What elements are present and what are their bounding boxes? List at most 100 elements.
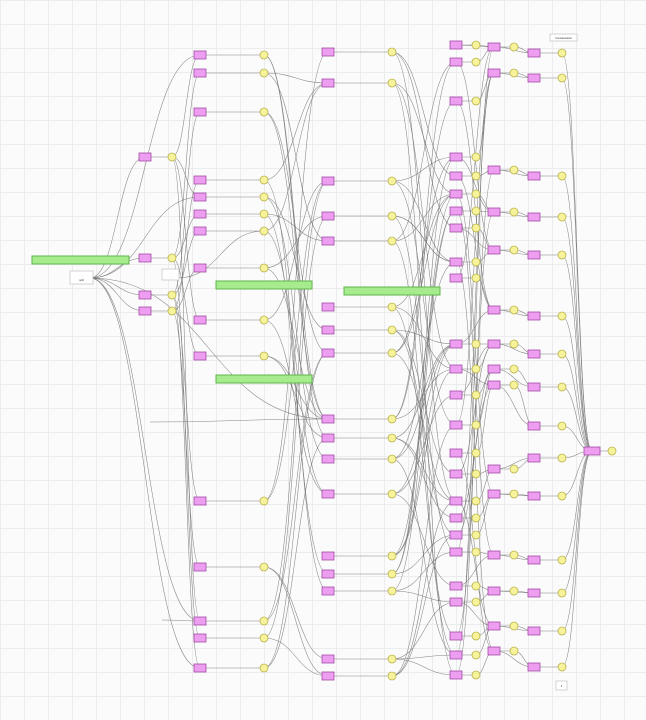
- variable-node[interactable]: [387, 302, 397, 312]
- variable-node[interactable]: [509, 364, 519, 374]
- variable-node[interactable]: [557, 453, 567, 463]
- variable-node[interactable]: [259, 175, 269, 185]
- variable-node[interactable]: [387, 551, 397, 561]
- variable-node[interactable]: [557, 171, 567, 181]
- operation-node[interactable]: [321, 211, 335, 221]
- variable-node[interactable]: [607, 446, 617, 456]
- operation-node[interactable]: [487, 305, 501, 315]
- variable-node[interactable]: [557, 73, 567, 83]
- operation-node[interactable]: [449, 469, 463, 479]
- variable-node[interactable]: [557, 250, 567, 260]
- variable-node[interactable]: [471, 57, 481, 67]
- variable-node[interactable]: [167, 152, 177, 162]
- operation-node[interactable]: [527, 626, 541, 636]
- operation-node[interactable]: [321, 176, 335, 186]
- variable-node[interactable]: [509, 339, 519, 349]
- operation-node[interactable]: [449, 420, 463, 430]
- variable-node[interactable]: [387, 176, 397, 186]
- operation-node[interactable]: [487, 42, 501, 52]
- variable-node[interactable]: [509, 646, 519, 656]
- operation-node[interactable]: [487, 586, 501, 596]
- variable-node[interactable]: [259, 663, 269, 673]
- variable-node[interactable]: [471, 631, 481, 641]
- operation-node[interactable]: [193, 263, 207, 273]
- operation-node[interactable]: [321, 302, 335, 312]
- variable-node[interactable]: [471, 581, 481, 591]
- variable-node[interactable]: [509, 621, 519, 631]
- operation-node[interactable]: [321, 325, 335, 335]
- operation-node[interactable]: [321, 586, 335, 596]
- variable-node[interactable]: [471, 257, 481, 267]
- operation-node[interactable]: [193, 209, 207, 219]
- operation-node[interactable]: [321, 454, 335, 464]
- variable-node[interactable]: [387, 433, 397, 443]
- operation-node[interactable]: [527, 73, 541, 83]
- operation-node[interactable]: [321, 78, 335, 88]
- variable-node[interactable]: [259, 192, 269, 202]
- variable-node[interactable]: [471, 469, 481, 479]
- operation-node[interactable]: [321, 433, 335, 443]
- variable-node[interactable]: [471, 420, 481, 430]
- operation-node[interactable]: [449, 547, 463, 557]
- variable-node[interactable]: [471, 650, 481, 660]
- operation-node[interactable]: [138, 152, 152, 162]
- variable-node[interactable]: [509, 207, 519, 217]
- operation-node[interactable]: [449, 273, 463, 283]
- variable-node[interactable]: [557, 626, 567, 636]
- variable-node[interactable]: [471, 448, 481, 458]
- operation-node[interactable]: [449, 171, 463, 181]
- variable-node[interactable]: [471, 171, 481, 181]
- variable-node[interactable]: [259, 562, 269, 572]
- operation-node[interactable]: [527, 311, 541, 321]
- group-bar-4[interactable]: [215, 374, 313, 384]
- operation-node[interactable]: [193, 496, 207, 506]
- variable-node[interactable]: [471, 547, 481, 557]
- bottom-note[interactable]: 2: [555, 680, 568, 691]
- group-bar-2[interactable]: [215, 280, 313, 290]
- operation-node[interactable]: [449, 257, 463, 267]
- operation-node[interactable]: [449, 96, 463, 106]
- operation-node[interactable]: [449, 390, 463, 400]
- operation-node[interactable]: [583, 446, 601, 456]
- variable-node[interactable]: [509, 165, 519, 175]
- operation-node[interactable]: [487, 245, 501, 255]
- variable-node[interactable]: [387, 586, 397, 596]
- operation-node[interactable]: [449, 448, 463, 458]
- operation-node[interactable]: [527, 555, 541, 565]
- operation-node[interactable]: [527, 421, 541, 431]
- operation-node[interactable]: [138, 253, 152, 263]
- operation-node[interactable]: [193, 663, 207, 673]
- variable-node[interactable]: [167, 306, 177, 316]
- operation-node[interactable]: [487, 68, 501, 78]
- variable-node[interactable]: [387, 671, 397, 681]
- operation-node[interactable]: [449, 650, 463, 660]
- variable-node[interactable]: [557, 48, 567, 58]
- operation-node[interactable]: [527, 491, 541, 501]
- variable-node[interactable]: [509, 68, 519, 78]
- variable-node[interactable]: [259, 633, 269, 643]
- operation-node[interactable]: [449, 152, 463, 162]
- operation-node[interactable]: [138, 290, 152, 300]
- operation-node[interactable]: [193, 633, 207, 643]
- operation-node[interactable]: [193, 562, 207, 572]
- variable-node[interactable]: [471, 597, 481, 607]
- operation-node[interactable]: [527, 588, 541, 598]
- variable-node[interactable]: [387, 348, 397, 358]
- variable-node[interactable]: [259, 226, 269, 236]
- variable-node[interactable]: [387, 454, 397, 464]
- operation-node[interactable]: [138, 306, 152, 316]
- header-node[interactable]: Concatenation: [549, 33, 578, 42]
- variable-node[interactable]: [259, 315, 269, 325]
- operation-node[interactable]: [527, 382, 541, 392]
- variable-node[interactable]: [259, 351, 269, 361]
- variable-node[interactable]: [557, 311, 567, 321]
- operation-node[interactable]: [449, 597, 463, 607]
- group-bar-1[interactable]: [31, 255, 130, 265]
- operation-node[interactable]: [487, 339, 501, 349]
- operation-node[interactable]: [321, 551, 335, 561]
- operation-node[interactable]: [193, 68, 207, 78]
- operation-node[interactable]: [527, 349, 541, 359]
- operation-node[interactable]: [487, 364, 501, 374]
- variable-node[interactable]: [557, 555, 567, 565]
- variable-node[interactable]: [509, 550, 519, 560]
